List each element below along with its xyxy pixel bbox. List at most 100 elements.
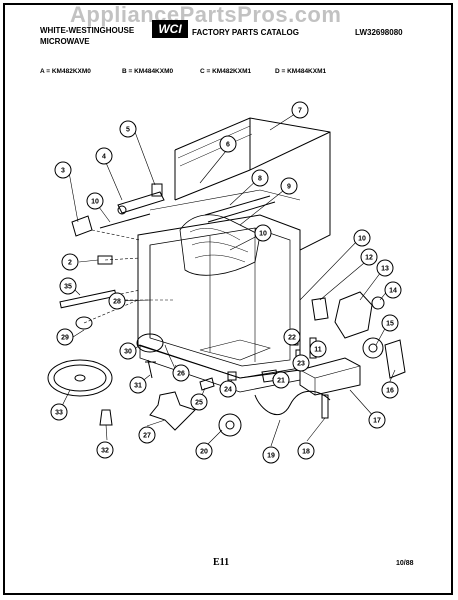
part-3-bracket	[71, 215, 93, 237]
page-frame	[3, 3, 453, 595]
callout-number: 14	[389, 288, 397, 295]
footer-date: 10/88	[396, 560, 414, 567]
callout-circle	[309, 340, 327, 358]
fan-blade	[362, 337, 384, 359]
power-cord	[254, 390, 331, 416]
callout-7: 7	[291, 101, 309, 119]
callout-circle	[129, 376, 147, 394]
callout-circle	[272, 371, 290, 389]
callout-circle	[195, 442, 213, 460]
callout-number: 6	[226, 142, 230, 149]
callout-circle	[50, 403, 68, 421]
callout-circle	[86, 192, 104, 210]
callout-circle	[138, 426, 156, 444]
callout-number: 12	[365, 255, 373, 262]
callout-2: 2	[61, 253, 79, 271]
stirrer-blade	[149, 391, 196, 431]
callout-4: 4	[95, 147, 113, 165]
callout-6: 6	[219, 135, 237, 153]
callout-circle	[376, 259, 394, 277]
callout-circle	[95, 147, 113, 165]
part-12	[311, 297, 329, 321]
callout-number: 17	[373, 418, 381, 425]
callout-5: 5	[119, 120, 137, 138]
part-14	[371, 296, 385, 310]
callout-22: 22	[283, 328, 301, 346]
callout-number: 11	[314, 347, 322, 354]
callout-circle	[190, 393, 208, 411]
brand-line-1: WHITE-WESTINGHOUSE	[40, 26, 135, 35]
callout-circle	[384, 281, 402, 299]
callout-16: 16	[381, 381, 399, 399]
callout-number: 19	[267, 453, 275, 460]
callout-15: 15	[381, 314, 399, 332]
motor-20	[218, 413, 242, 437]
model-a: A = KM482KXM0	[40, 68, 91, 75]
part-4-tube	[117, 191, 165, 214]
callout-circle	[262, 446, 280, 464]
callout-10: 10	[86, 192, 104, 210]
callout-number: 7	[298, 108, 302, 115]
part-5-switch	[151, 183, 163, 197]
callout-circle	[96, 441, 114, 459]
callout-31: 31	[129, 376, 147, 394]
callout-number: 28	[113, 299, 121, 306]
callout-number: 3	[61, 168, 65, 175]
callout-circle	[119, 120, 137, 138]
callout-number: 30	[124, 349, 132, 356]
callout-number: 10	[91, 199, 99, 206]
callout-12: 12	[360, 248, 378, 266]
callout-number: 10	[358, 236, 366, 243]
callout-circle	[251, 169, 269, 187]
front-frame	[137, 214, 301, 379]
model-d: D = KM484KXM1	[275, 68, 327, 75]
callout-27: 27	[138, 426, 156, 444]
motor-housing	[334, 291, 373, 339]
turntable-tray	[47, 359, 113, 397]
logo-text: WCI	[158, 22, 182, 36]
callout-number: 15	[386, 321, 394, 328]
callout-10: 10	[353, 229, 371, 247]
roller-ring	[136, 333, 164, 353]
part-18	[321, 394, 329, 419]
callout-circle	[172, 364, 190, 382]
callout-28: 28	[108, 292, 126, 310]
callout-number: 8	[258, 176, 262, 183]
callout-circle	[108, 292, 126, 310]
callout-number: 22	[288, 335, 296, 342]
callout-number: 18	[302, 449, 310, 456]
callout-number: 10	[259, 231, 267, 238]
callout-8: 8	[251, 169, 269, 187]
catalog-title: FACTORY PARTS CATALOG	[192, 28, 299, 37]
callout-circle	[280, 177, 298, 195]
callout-35: 35	[59, 277, 77, 295]
callout-9: 9	[280, 177, 298, 195]
callout-3: 3	[54, 161, 72, 179]
callout-11: 11	[309, 340, 327, 358]
callout-number: 26	[177, 371, 185, 378]
callout-circle	[54, 161, 72, 179]
callout-circle	[353, 229, 371, 247]
callout-32: 32	[96, 441, 114, 459]
callout-number: 4	[102, 154, 106, 161]
part-31	[145, 359, 156, 379]
callout-circle	[59, 277, 77, 295]
callout-circle	[254, 224, 272, 242]
callout-circle	[56, 328, 74, 346]
callout-number: 24	[224, 387, 232, 394]
callout-number: 33	[55, 410, 63, 417]
callout-circle	[119, 342, 137, 360]
callout-number: 25	[195, 400, 203, 407]
watermark: AppliancePartsPros.com	[70, 2, 342, 27]
callout-circle	[292, 354, 310, 372]
brand-line-2: MICROWAVE	[40, 37, 90, 46]
part-32	[99, 409, 113, 426]
callout-14: 14	[384, 281, 402, 299]
part-17-duct	[299, 357, 361, 396]
callout-number: 2	[68, 260, 72, 267]
callout-13: 13	[376, 259, 394, 277]
callout-30: 30	[119, 342, 137, 360]
callout-23: 23	[292, 354, 310, 372]
callout-26: 26	[172, 364, 190, 382]
